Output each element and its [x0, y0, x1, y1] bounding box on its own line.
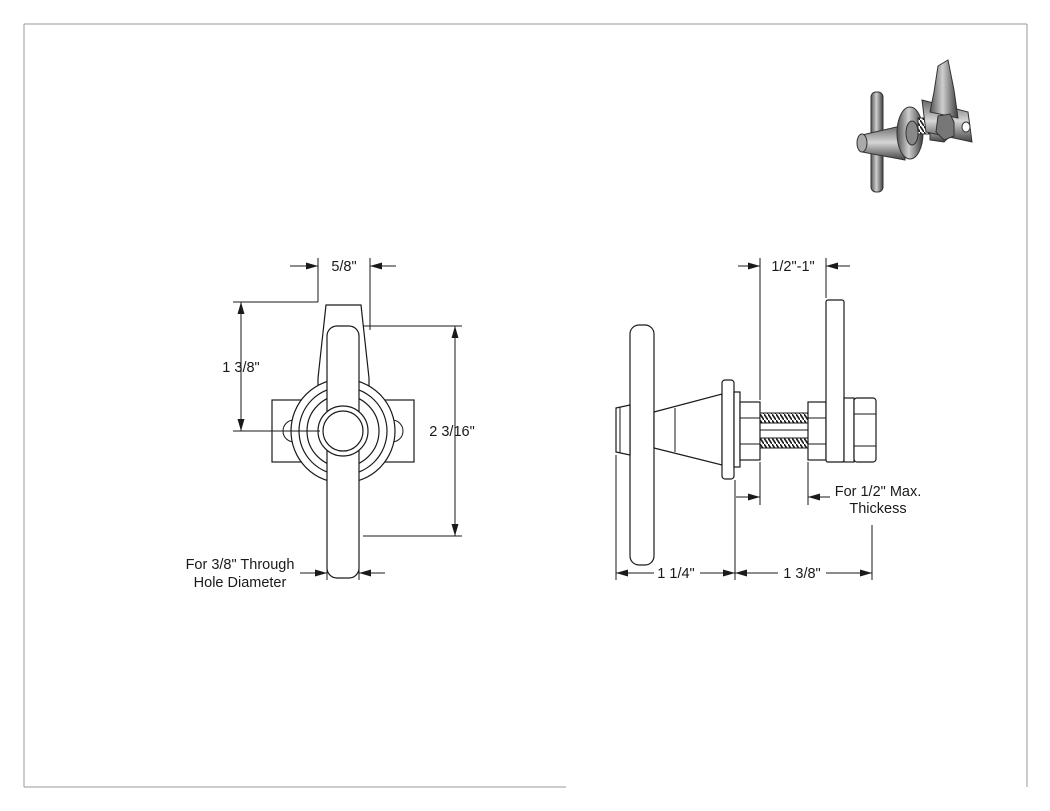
sheet-frame: [23, 23, 1028, 788]
side-cone: [653, 393, 723, 466]
dim-head-length-label: 1 1/4": [657, 566, 694, 582]
dim-gap-label: 1/2"-1": [771, 259, 814, 275]
dim-total-height-label: 2 3/16": [429, 424, 474, 440]
note-thickness-line1: For 1/2" Max.: [835, 484, 922, 500]
side-plate: [825, 299, 845, 463]
note-hole-line1: For 3/8" Through: [186, 557, 295, 573]
side-view-dimensions: [615, 258, 873, 580]
side-view: [615, 299, 877, 566]
front-view: [271, 304, 415, 579]
dim-width-label: 5/8": [331, 259, 356, 275]
isometric-thumbnail: [856, 59, 973, 193]
side-t-handle: [629, 324, 655, 566]
note-thickness-line2: Thickess: [849, 501, 906, 517]
note-hole-line2: Hole Diameter: [194, 575, 287, 591]
dim-bolt-length-label: 1 3/8": [783, 566, 820, 582]
front-view-dimensions: [233, 258, 462, 580]
dim-upper-height-label: 1 3/8": [222, 360, 259, 376]
